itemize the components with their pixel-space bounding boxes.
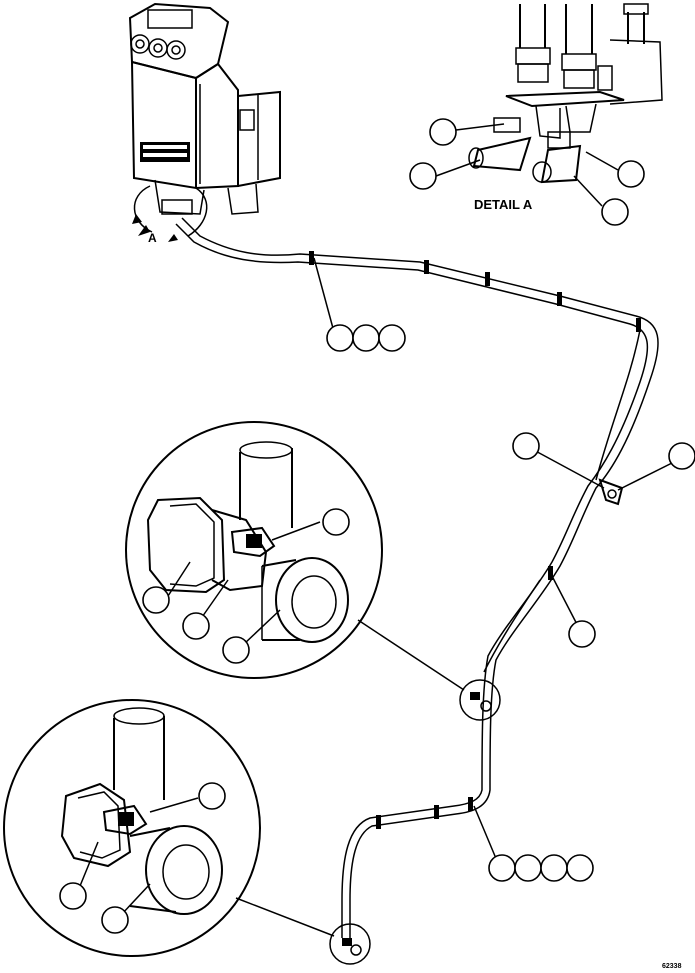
callout-circle — [617, 160, 645, 188]
callout-circle — [514, 854, 542, 882]
callout-circle — [378, 324, 406, 352]
callout-circle — [59, 882, 87, 910]
inset-magnified-fitting-2 — [3, 699, 261, 957]
detail-a-assembly — [435, 3, 663, 207]
callout-circle — [182, 612, 210, 640]
hose-run — [175, 217, 683, 965]
callout-circle — [668, 442, 695, 470]
view-letter: A — [148, 231, 157, 245]
callout-circle — [429, 118, 457, 146]
callout-circle — [488, 854, 516, 882]
callout-circle — [322, 508, 350, 536]
inset-magnified-fitting-1 — [125, 421, 383, 679]
callout-circle — [566, 854, 594, 882]
detail-a-label: DETAIL A — [474, 197, 533, 212]
callout-circle — [601, 198, 629, 226]
callout-circle — [409, 162, 437, 190]
pump-unit — [128, 2, 281, 242]
callout-circle — [198, 782, 226, 810]
callout-circle — [142, 586, 170, 614]
callout-circle — [326, 324, 354, 352]
callout-circle — [512, 432, 540, 460]
callout-circle — [352, 324, 380, 352]
callout-circle — [222, 636, 250, 664]
callout-circle — [568, 620, 596, 648]
figure-code: 62338 — [662, 963, 682, 970]
callout-circle — [540, 854, 568, 882]
callout-circle — [101, 906, 129, 934]
